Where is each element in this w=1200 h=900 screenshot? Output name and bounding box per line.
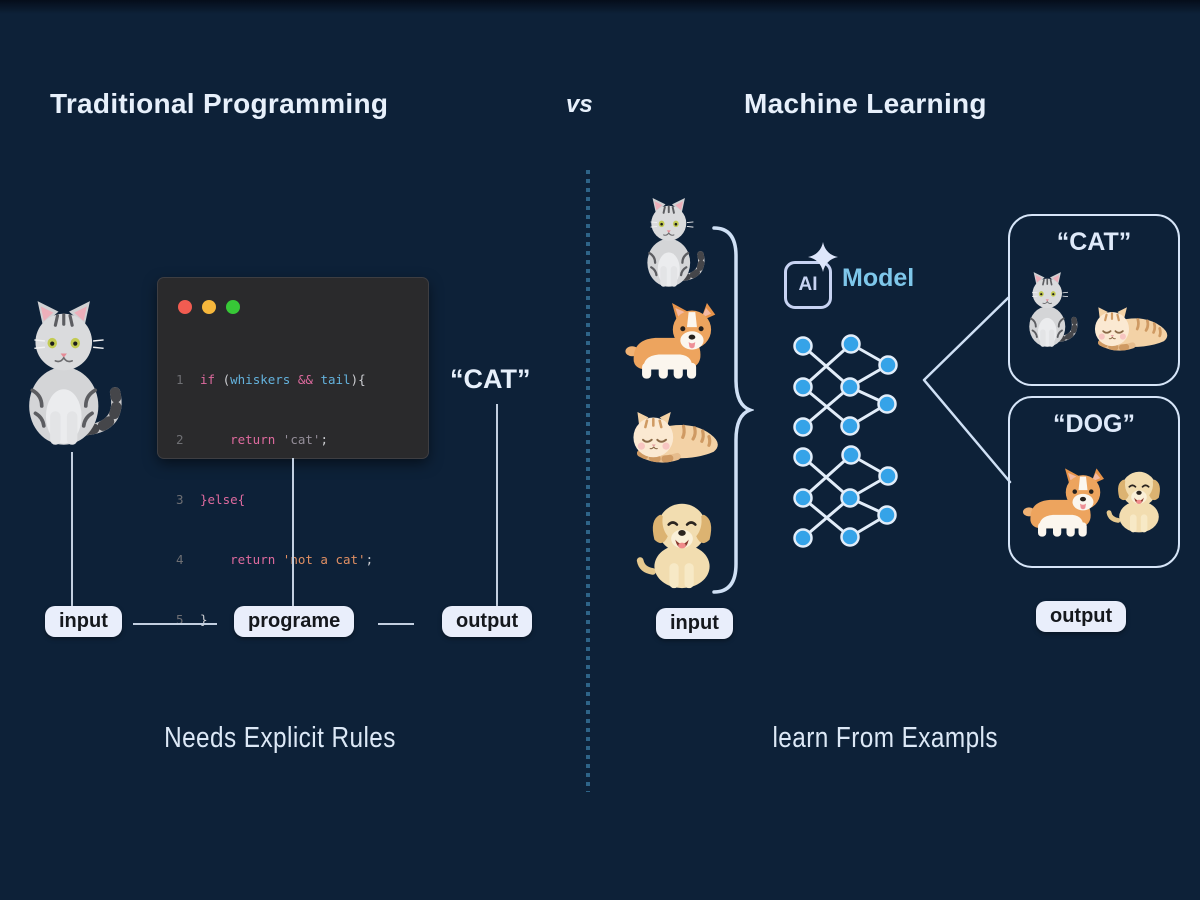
connector-line [133,623,217,625]
window-traffic-lights [178,300,240,314]
left-caption: Needs Explicit Rules [164,722,396,754]
minimize-window-icon [202,300,216,314]
connector-line [378,623,414,625]
input-label-pill: input [656,608,733,639]
connector-line [496,404,498,606]
left-output-text: “CAT” [450,364,531,394]
program-label-pill: programe [234,606,355,637]
dog-box-title: “DOG” [1053,410,1135,438]
cat-box-title: “CAT” [1056,228,1132,256]
left-title: Traditional Programming [50,88,389,119]
code-line: 5} [176,612,208,627]
cat-output-box: “CAT” [1008,214,1180,386]
connector-line [71,452,73,606]
right-caption: learn From Exampls [772,722,998,754]
ai-icon: AI [784,261,832,309]
input-label-pill: input [45,606,122,637]
output-label-pill: output [442,606,533,637]
tabby-cat-image [1020,266,1080,354]
tabby-cat-image [10,298,128,450]
code-line: 3}else{ [176,492,246,507]
golden-puppy-image [1106,460,1172,540]
maximize-window-icon [226,300,240,314]
close-window-icon [178,300,192,314]
neural-network-diagram [793,334,898,548]
model-label: Model [842,264,915,292]
output-label-pill: output [1036,601,1127,632]
code-line: 2 return 'cat'; [176,432,328,447]
output-branch-lines [922,296,1012,484]
sleeping-cat-image [1082,300,1174,354]
right-title: Machine Learning [744,88,987,119]
dog-output-box: “DOG” [1008,396,1180,568]
sparkle-icon [808,242,838,272]
tabby-cat-image [636,196,708,290]
code-line: 4 return 'not a cat'; [176,552,374,567]
connector-line [292,458,294,606]
section-divider [586,170,590,792]
input-brace [712,226,754,594]
corgi-image [1020,468,1110,540]
vs-label: vs [566,91,593,118]
